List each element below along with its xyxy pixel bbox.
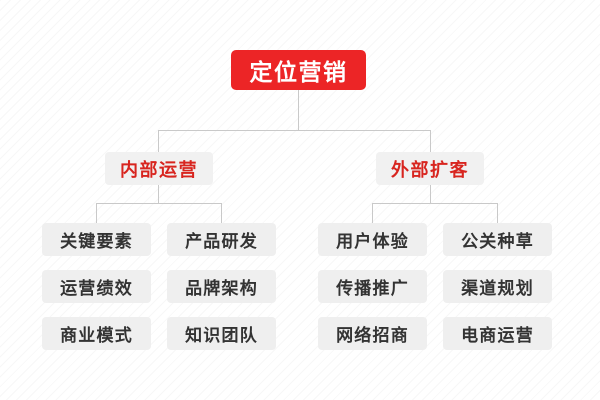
leaf-node-right-4[interactable]: 渠道规划 — [443, 270, 552, 303]
leaf-node-left-4[interactable]: 品牌架构 — [167, 270, 276, 303]
leaf-node-right-3[interactable]: 传播推广 — [318, 270, 427, 303]
branch-node-internal-operations[interactable]: 内部运营 — [105, 152, 213, 185]
leaf-node-right-2[interactable]: 公关种草 — [443, 223, 552, 256]
leaf-node-left-3[interactable]: 运营绩效 — [42, 270, 151, 303]
leaf-node-left-1[interactable]: 关键要素 — [42, 223, 151, 256]
leaf-node-right-5[interactable]: 网络招商 — [318, 317, 427, 350]
leaf-node-right-6[interactable]: 电商运营 — [443, 317, 552, 350]
root-node[interactable]: 定位营销 — [231, 50, 366, 90]
branch-node-external-expansion[interactable]: 外部扩客 — [376, 152, 484, 185]
leaf-node-right-1[interactable]: 用户体验 — [318, 223, 427, 256]
leaf-node-left-2[interactable]: 产品研发 — [167, 223, 276, 256]
leaf-node-left-5[interactable]: 商业模式 — [42, 317, 151, 350]
leaf-node-left-6[interactable]: 知识团队 — [167, 317, 276, 350]
